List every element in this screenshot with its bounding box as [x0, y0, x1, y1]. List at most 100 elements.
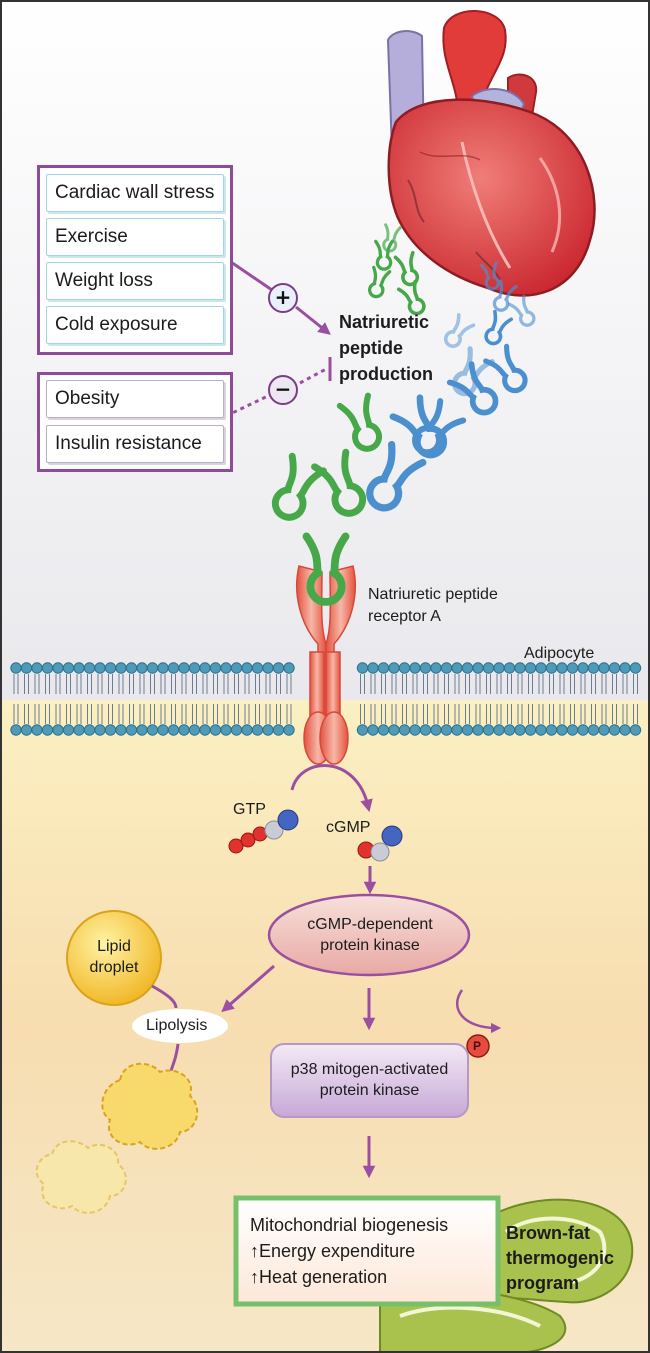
factor-obesity: Obesity [46, 380, 224, 418]
lipid-head [251, 662, 264, 674]
lipid-head [409, 662, 421, 674]
factor-weight-loss: Weight loss [46, 262, 224, 300]
lipid-head [10, 724, 22, 736]
lipid-head [52, 724, 64, 736]
lipid-head [125, 724, 138, 736]
lipid-head [388, 662, 400, 674]
lipid-head [136, 662, 148, 674]
lipid-head [136, 724, 148, 736]
lipid-head [535, 724, 547, 736]
p38-label-line2: protein kinase [319, 1082, 420, 1099]
lipid-head [73, 724, 85, 736]
lipid-droplet-label: Lipid droplet [74, 932, 154, 982]
lipid-head [283, 662, 295, 674]
lipid-head [178, 662, 190, 674]
lipid-droplet-label-line2: droplet [89, 959, 139, 976]
program-label-line2: thermogenic [506, 1248, 615, 1268]
program-label-line1: Brown-fat [506, 1223, 590, 1243]
lipid-head [482, 662, 495, 674]
lipid-head [503, 724, 516, 736]
lipid-head [587, 724, 600, 736]
lipid-head [146, 662, 159, 674]
factor-cold-exposure: Cold exposure [46, 306, 224, 344]
lipid-head [451, 724, 463, 736]
lipid-head [629, 724, 642, 736]
lipid-head [556, 724, 568, 736]
lipid-head [20, 662, 33, 674]
outcome-mitochondrial-biogenesis: Mitochondrial biogenesis [250, 1215, 449, 1235]
lipid-head [419, 662, 432, 674]
gtp-to-cgmp-arrow [290, 764, 373, 813]
lipid-head [556, 662, 568, 674]
lipid-head [430, 724, 442, 736]
lipid-droplet [66, 910, 162, 1006]
lipid-head [619, 724, 631, 736]
lipid-head [62, 724, 75, 736]
peptide-production-label-line2: peptide [339, 338, 404, 358]
lipid-head [377, 662, 390, 674]
lipid-head [167, 662, 180, 674]
lipid-head [241, 724, 253, 736]
lipid-head [220, 724, 232, 736]
lipid-head [104, 662, 117, 674]
lipid-head [188, 724, 201, 736]
lipid-head [514, 662, 526, 674]
receptor-label-line1: Natriuretic peptide [368, 586, 498, 603]
lipid-head [367, 724, 379, 736]
lipolysis-node [132, 1009, 228, 1043]
lipid-head [577, 724, 589, 736]
cgmp-molecule [357, 825, 403, 862]
lipid-head [146, 724, 159, 736]
p38-node [270, 1043, 469, 1118]
lipid-head [566, 724, 579, 736]
p38-label: p38 mitogen-activated protein kinase [271, 1052, 468, 1108]
lipid-head [430, 662, 442, 674]
receptor-label-line2: receptor A [368, 608, 441, 625]
peptide-production-label-line3: production [339, 364, 433, 384]
lipid-head [367, 662, 379, 674]
lipid-head [608, 662, 621, 674]
lipid-head [115, 724, 127, 736]
droplet-to-lipolysis-arrow [151, 984, 178, 1009]
lipid-head [178, 724, 190, 736]
lipid-head [398, 662, 411, 674]
lipid-head [272, 662, 285, 674]
lipid-head [503, 662, 516, 674]
lipid-head [188, 662, 201, 674]
decreasing-factors-box: Obesity Insulin resistance [37, 372, 233, 472]
outcome-box [233, 1195, 501, 1307]
outcome-heat-generation: ↑Heat generation [250, 1267, 388, 1287]
lipid-head [398, 724, 411, 736]
lipid-head [199, 724, 211, 736]
lipid-head [577, 662, 589, 674]
stimulation-arrow [227, 258, 326, 331]
lipid-head [262, 662, 274, 674]
lipid-head [377, 724, 390, 736]
lipid-head [157, 724, 169, 736]
lipid-head [83, 724, 96, 736]
peptide-production-label-line1: Natriuretic [339, 312, 430, 332]
lipid-head [209, 662, 222, 674]
lipid-head [230, 724, 243, 736]
lipid-head [220, 662, 232, 674]
lipid-head [73, 662, 85, 674]
lipid-head [587, 662, 600, 674]
plus-icon: + [268, 283, 298, 313]
lipid-head [31, 724, 43, 736]
lipid-head [472, 724, 484, 736]
lipid-head [20, 724, 33, 736]
lipid-head [83, 662, 96, 674]
lipid-head [461, 724, 474, 736]
lipid-head [52, 662, 64, 674]
lipid-head [10, 662, 22, 674]
lipid-head [482, 724, 495, 736]
phosphate-badge [466, 1034, 490, 1058]
lipid-head [440, 662, 453, 674]
phosphate-label: P [473, 1039, 482, 1053]
lipid-head [104, 724, 117, 736]
lipid-head [545, 662, 558, 674]
lipid-head [472, 662, 484, 674]
pkg-to-lipolysis-arrow [221, 964, 275, 1013]
lipid-head [524, 724, 537, 736]
